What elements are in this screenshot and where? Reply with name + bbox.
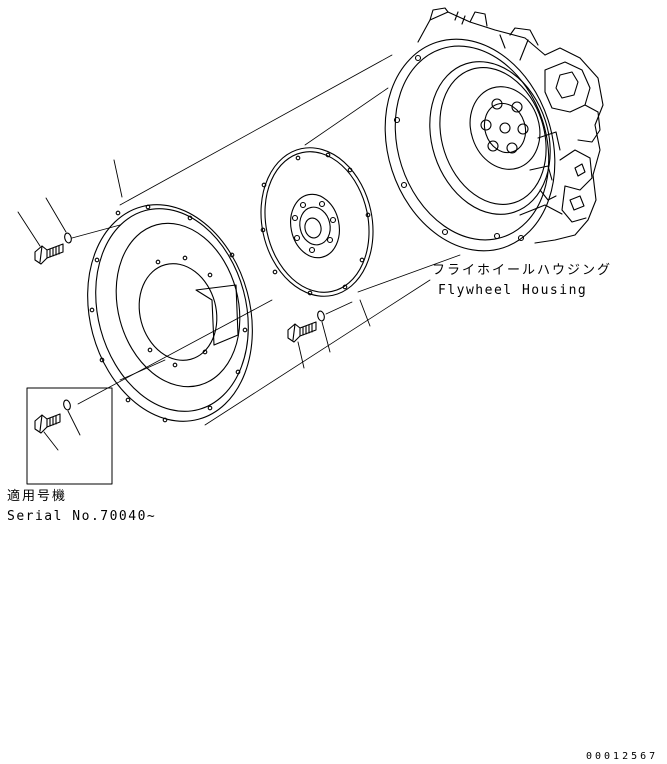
flywheel-housing-label-jp: フライホイールハウジング [432, 263, 613, 278]
bolt-middle [288, 322, 316, 342]
flywheel-housing-label-en: Flywheel Housing [438, 283, 588, 298]
drawing-code: 00012567 [586, 751, 659, 762]
serial-detail-frame [27, 388, 112, 484]
bolt-serial-variant [35, 414, 60, 433]
leader-lines [18, 160, 370, 450]
washer-middle [317, 310, 326, 321]
applicable-serial-label-en: Serial No.70040~ [7, 509, 157, 524]
flywheel [248, 137, 387, 307]
washer-upper-left [64, 232, 73, 243]
assembly-lines [72, 55, 460, 425]
flywheel-housing [359, 8, 603, 273]
washer-serial-variant [63, 399, 72, 410]
adapter-plate [64, 186, 275, 440]
applicable-serial-label-jp: 適用号機 [7, 489, 68, 504]
bolt-upper-left [35, 244, 63, 264]
